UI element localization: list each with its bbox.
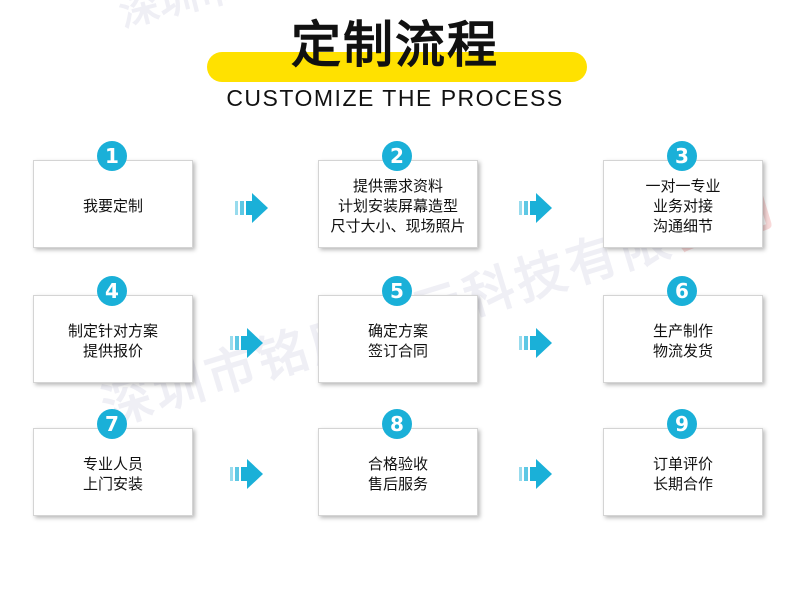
step-line: 合格验收 <box>367 455 428 473</box>
step-card-8: 合格验收 售后服务 <box>318 428 478 516</box>
page-title: 定制流程 <box>291 16 499 74</box>
page-subtitle: CUSTOMIZE THE PROCESS <box>226 85 564 111</box>
step-card-1: 我要定制 <box>33 160 193 248</box>
step-card-3: 一对一专业 业务对接 沟通细节 <box>603 160 763 248</box>
step-line: 尺寸大小、现场照片 <box>330 217 466 235</box>
step-line: 签订合同 <box>367 342 428 360</box>
step-card-7: 专业人员 上门安装 <box>33 428 193 516</box>
step-number-badge-1: 1 <box>97 141 127 171</box>
step-number-badge-4: 4 <box>97 276 127 306</box>
step-text-1: 我要定制 <box>34 161 192 247</box>
step-line: 制定针对方案 <box>67 322 158 340</box>
step-line: 一对一专业 <box>645 177 721 195</box>
step-text-8: 合格验收 售后服务 <box>319 429 477 515</box>
step-line: 物流发货 <box>652 342 713 360</box>
right-arrow-icon <box>519 193 552 223</box>
step-line: 长期合作 <box>652 475 713 493</box>
step-number-badge-9: 9 <box>667 409 697 439</box>
right-arrow-icon <box>235 193 268 223</box>
step-text-3: 一对一专业 业务对接 沟通细节 <box>604 161 762 247</box>
step-number-badge-2: 2 <box>382 141 412 171</box>
step-text-9: 订单评价 长期合作 <box>604 429 762 515</box>
step-number-badge-5: 5 <box>382 276 412 306</box>
step-line: 专业人员 <box>82 455 143 473</box>
step-line: 订单评价 <box>652 455 713 473</box>
step-text-2: 提供需求资料 计划安装屏幕造型 尺寸大小、现场照片 <box>319 161 477 247</box>
step-line: 提供报价 <box>82 342 143 360</box>
step-line: 计划安装屏幕造型 <box>337 197 458 215</box>
step-text-4: 制定针对方案 提供报价 <box>34 296 192 382</box>
step-text-6: 生产制作 物流发货 <box>604 296 762 382</box>
step-card-5: 确定方案 签订合同 <box>318 295 478 383</box>
right-arrow-icon <box>519 328 552 358</box>
step-card-2: 提供需求资料 计划安装屏幕造型 尺寸大小、现场照片 <box>318 160 478 248</box>
right-arrow-icon <box>230 328 263 358</box>
step-text-5: 确定方案 签订合同 <box>319 296 477 382</box>
step-number-badge-7: 7 <box>97 409 127 439</box>
title-highlight-bar <box>207 52 587 82</box>
right-arrow-icon <box>230 459 263 489</box>
step-card-4: 制定针对方案 提供报价 <box>33 295 193 383</box>
step-number-badge-3: 3 <box>667 141 697 171</box>
step-line: 上门安装 <box>82 475 143 493</box>
header: 定制流程 CUSTOMIZE THE PROCESS <box>0 0 790 120</box>
step-line: 提供需求资料 <box>352 177 443 195</box>
step-number-badge-8: 8 <box>382 409 412 439</box>
step-number-badge-6: 6 <box>667 276 697 306</box>
step-card-6: 生产制作 物流发货 <box>603 295 763 383</box>
step-card-9: 订单评价 长期合作 <box>603 428 763 516</box>
right-arrow-icon <box>519 459 552 489</box>
step-line: 沟通细节 <box>652 217 713 235</box>
step-line: 确定方案 <box>367 322 428 340</box>
step-line: 售后服务 <box>367 475 428 493</box>
step-line: 我要定制 <box>82 197 143 215</box>
step-line: 业务对接 <box>652 197 713 215</box>
step-line: 生产制作 <box>652 322 713 340</box>
step-text-7: 专业人员 上门安装 <box>34 429 192 515</box>
